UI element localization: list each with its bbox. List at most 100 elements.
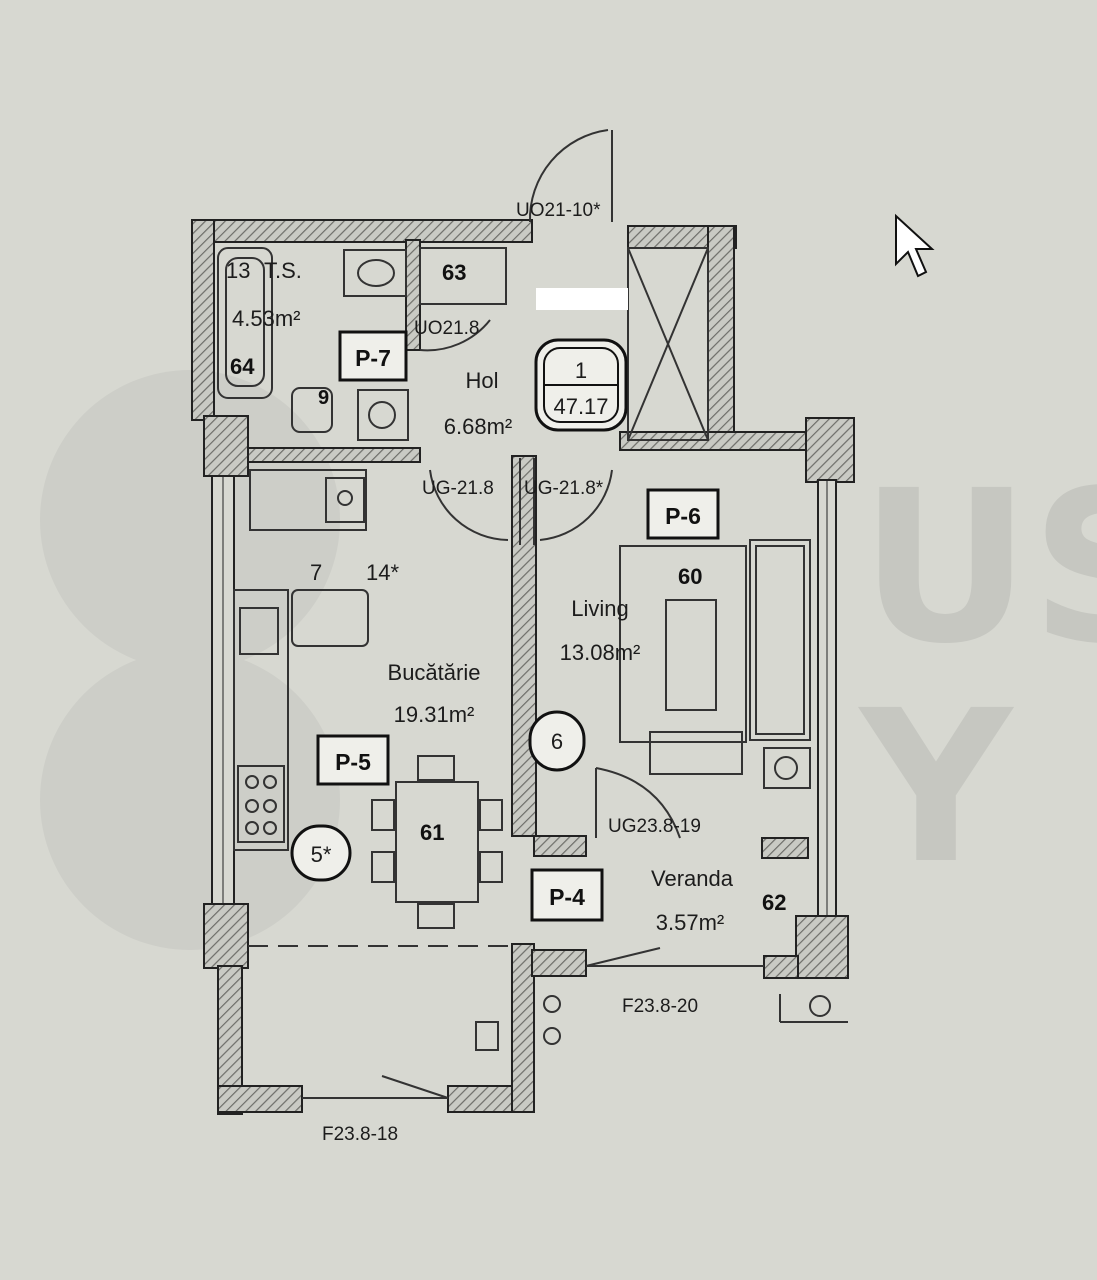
hall-label: Hol (465, 368, 498, 393)
furniture-number-7: 7 (310, 560, 322, 585)
living-door-arc (539, 469, 613, 541)
furniture-numbers: 63 64 9 60 61 62 7 14* (230, 260, 786, 915)
stove-burner (245, 775, 259, 789)
column-top-right (805, 417, 855, 483)
stove-burner (245, 799, 259, 813)
bathtub-inner (225, 257, 265, 387)
walls (191, 219, 855, 1115)
fridge (291, 589, 369, 647)
column-bottom-left (203, 903, 249, 969)
kitchen-side-counter (233, 589, 289, 851)
panel-tag-p6: P-6 (665, 503, 701, 529)
sofa-cushions (755, 545, 805, 735)
wall-shaft-right (707, 225, 735, 449)
watermark-shape (40, 370, 340, 670)
dining-chair (371, 851, 395, 883)
stove-burner (263, 775, 277, 789)
circle-tag-5: 5* (311, 842, 332, 867)
toilet (291, 387, 333, 433)
outlet-symbol (543, 995, 561, 1013)
panel-tag-p4: P-4 (549, 884, 585, 910)
coffee-table (665, 599, 717, 711)
furniture-number-64: 64 (230, 354, 255, 379)
washing-machine (357, 389, 409, 441)
wall-veranda-top-right (761, 837, 809, 859)
bath-door-arc (419, 319, 491, 352)
bathroom-area: 4.53m² (232, 306, 300, 331)
furniture-number-9: 9 (318, 387, 329, 409)
apartment-badge: 1 47.17 (534, 338, 628, 432)
kitchen-sink-drain (337, 490, 353, 506)
furniture-number-61: 61 (420, 820, 444, 845)
furniture-number-60: 60 (678, 564, 702, 589)
column-top-left (203, 415, 249, 477)
furniture-number-62: 62 (762, 890, 786, 915)
wall-veranda-top (533, 835, 587, 857)
kitchen-area: 19.31m² (394, 702, 475, 727)
circle-tags: 5* 6 (290, 710, 586, 882)
wall-top-left (191, 219, 533, 243)
dining-chair (479, 851, 503, 883)
room-labels: 13 T.S. 4.53m² Hol 6.68m² Bucătărie 19.3… (226, 258, 734, 935)
kitchen-cabinet-upper (239, 607, 279, 655)
dining-chair (417, 903, 455, 929)
fixtures (217, 129, 848, 1099)
bathroom-label: T.S. (264, 258, 302, 283)
window-code-kitchen: F23.8-18 (322, 1124, 398, 1145)
window-code-veranda: F23.8-20 (622, 996, 698, 1017)
panel-tag-box (646, 488, 720, 540)
dining-chair (371, 799, 395, 831)
veranda-label: Veranda (651, 866, 734, 891)
door-code-kitchen: UG-21.8 (422, 478, 494, 499)
kitchen-counter-top (249, 469, 367, 531)
sofa (749, 539, 811, 741)
bathtub (217, 247, 273, 399)
kitchen-door-arc (429, 469, 509, 541)
watermark-text-1: US (860, 445, 1097, 690)
dining-table (395, 781, 479, 903)
washing-machine-drum (368, 401, 396, 429)
dining-chair (479, 799, 503, 831)
hall-area: 6.68m² (444, 414, 512, 439)
living-appliance (763, 747, 811, 789)
furniture-number-63: 63 (442, 260, 466, 285)
kitchen-label: Bucătărie (388, 660, 481, 685)
door-code-bathroom: UO21.8 (414, 318, 479, 339)
dining-chair (417, 755, 455, 781)
stove (237, 765, 285, 843)
stove-burner (263, 799, 277, 813)
outlet-symbol (809, 995, 831, 1017)
armchair (649, 731, 743, 775)
living-area: 13.08m² (560, 640, 641, 665)
mouse-cursor-icon (895, 213, 935, 278)
door-code-veranda: UG23.8-19 (608, 816, 701, 837)
installation-shaft (627, 247, 709, 441)
furniture-number-14: 14* (366, 560, 399, 585)
panel-tag-box (338, 330, 408, 382)
wall-veranda-bottom-right (763, 955, 799, 979)
wall-kitchen-lower-right (511, 943, 535, 1113)
outlet-symbol (543, 1027, 561, 1045)
wall-bathroom-left (191, 219, 215, 421)
apartment-total-area: 47.17 (553, 394, 608, 419)
bath-sink (343, 249, 407, 297)
panel-tag-box (316, 734, 390, 786)
stove-burner (263, 821, 277, 835)
outlet-box (475, 1021, 499, 1051)
bath-sink-bowl (357, 259, 395, 287)
apartment-number: 1 (575, 358, 587, 383)
stove-burner (245, 821, 259, 835)
redaction-bar (536, 288, 628, 310)
panel-tags: P-7 P-6 P-5 P-4 (316, 330, 720, 922)
wall-partition (511, 455, 537, 837)
wall-bottom-left (217, 1085, 303, 1113)
panel-tag-p5: P-5 (335, 749, 371, 775)
circle-tag-6: 6 (551, 729, 563, 754)
living-rug (619, 545, 747, 743)
living-appliance-dial (774, 756, 798, 780)
column-bottom-right (795, 915, 849, 979)
bathroom-prefix: 13 (226, 258, 250, 283)
panel-tag-box (530, 868, 604, 922)
watermark: US Y (40, 370, 1097, 950)
